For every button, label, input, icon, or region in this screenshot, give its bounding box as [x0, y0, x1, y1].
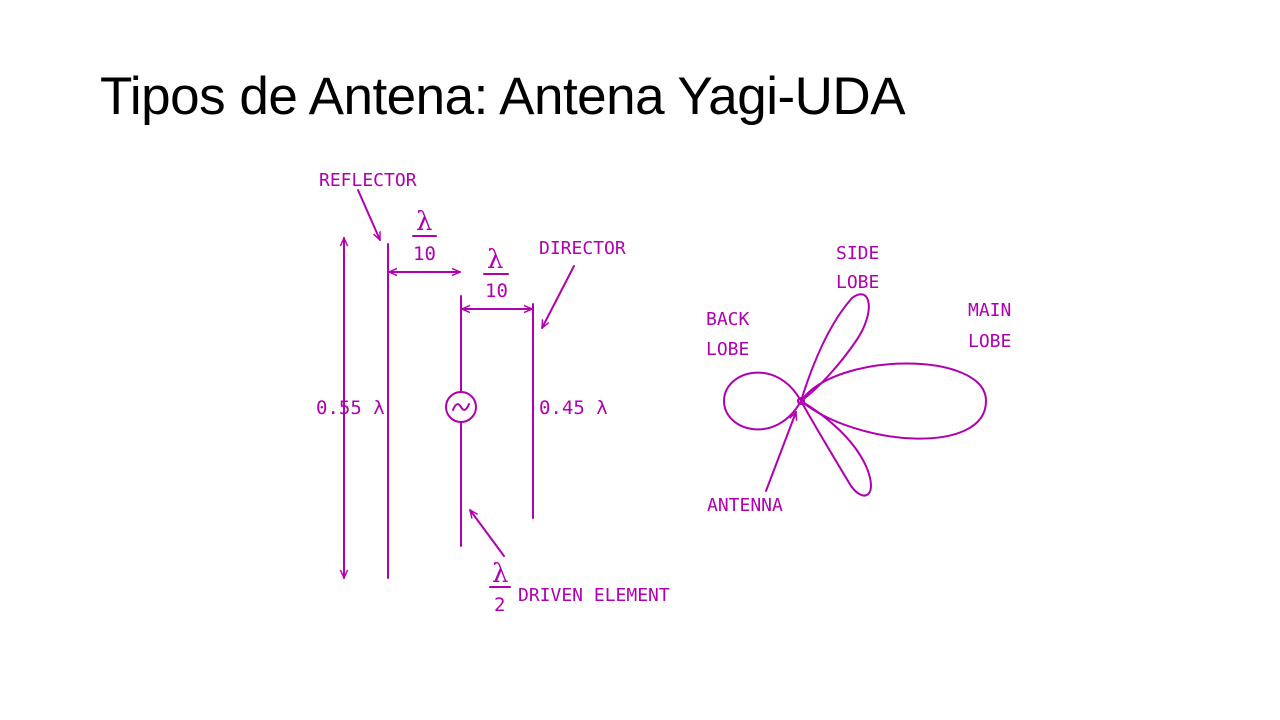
reflector-length-label: 0.55 λ: [316, 397, 385, 419]
yagi-uda-diagram: REFLECTOR DIRECTOR DRIVEN ELEMENT λ 10 λ…: [296, 156, 1042, 626]
antenna-pointer-arrow: [765, 412, 796, 492]
antenna-point: [797, 397, 805, 405]
spacing-1-numerator: λ: [416, 207, 432, 237]
driven-element-pointer-arrow: [470, 510, 505, 557]
sine-wave-icon: [452, 403, 470, 411]
back-lobe: [723, 371, 802, 431]
director-label: DIRECTOR: [539, 238, 626, 259]
driven-length-numerator: λ: [492, 559, 508, 589]
director-pointer-arrow: [541, 265, 575, 328]
side-lobe-upper: [800, 293, 870, 402]
director-length-label: 0.45 λ: [539, 397, 608, 419]
ac-source-icon: [445, 391, 477, 423]
side-lobe-label-line-1: SIDE: [836, 243, 879, 264]
back-lobe-label-line-1: BACK: [706, 309, 750, 330]
antenna-label: ANTENNA: [707, 495, 783, 516]
back-lobe-label-line-2: LOBE: [706, 339, 749, 360]
reflector-label: REFLECTOR: [319, 170, 417, 191]
side-lobe-lower: [800, 400, 872, 497]
driven-length-denominator: 2: [494, 594, 505, 616]
spacing-2-numerator: λ: [487, 245, 503, 275]
diagram-canvas: REFLECTOR DIRECTOR DRIVEN ELEMENT λ 10 λ…: [316, 170, 1011, 616]
spacing-1-denominator: 10: [413, 243, 436, 265]
side-lobe-label-line-2: LOBE: [836, 272, 879, 293]
main-lobe-label-line-1: MAIN: [968, 300, 1011, 321]
main-lobe-label-line-2: LOBE: [968, 331, 1011, 352]
reflector-pointer-arrow: [357, 189, 381, 240]
driven-element-label: DRIVEN ELEMENT: [518, 585, 670, 606]
main-lobe: [800, 362, 987, 440]
slide-title: Tipos de Antena: Antena Yagi-UDA: [100, 67, 906, 126]
spacing-2-denominator: 10: [485, 280, 508, 302]
